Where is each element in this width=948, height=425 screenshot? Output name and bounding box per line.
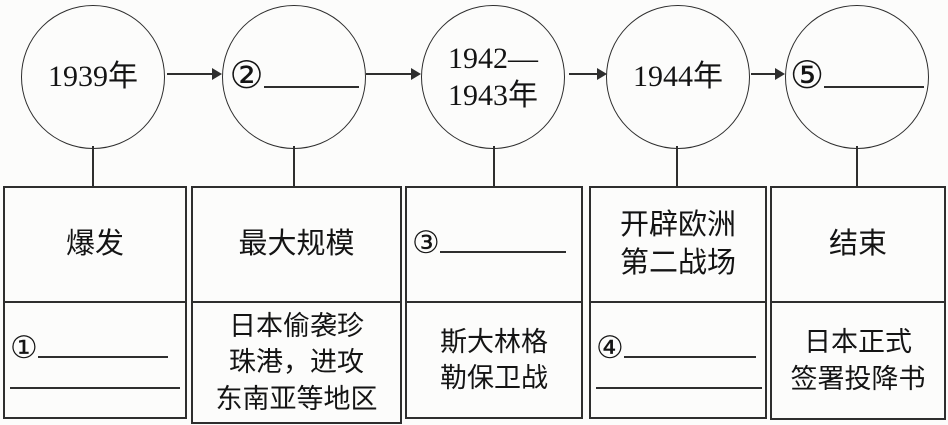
cell-max-scale-label: 最大规模: [238, 227, 355, 260]
blank-line: [596, 382, 762, 389]
pearl-harbor-line3: 东南亚等地区: [215, 383, 378, 414]
circle-blank-5: ⑤: [785, 5, 929, 149]
circle-1944: 1944年: [606, 5, 750, 149]
surrender-line2: 签署投降书: [790, 363, 926, 394]
connector-line: [676, 146, 678, 187]
cell-end-label: 结束: [828, 227, 887, 260]
cell-end: 结束: [772, 188, 944, 303]
cell-second-front: 开辟欧洲 第二战场: [591, 188, 765, 303]
circle-1939: 1939年: [21, 5, 165, 149]
circle-1944-label: 1944年: [633, 60, 723, 94]
connector-line: [92, 146, 94, 187]
arrow-right-icon: [167, 68, 222, 80]
event-box-3: ③ 斯大林格 勒保卫战: [405, 186, 583, 419]
arrow-right-icon: [366, 68, 421, 80]
connector-line: [856, 146, 858, 187]
cell-blank-3: ③: [407, 188, 581, 303]
blank-line: [37, 351, 168, 359]
circle-blank-2: ②: [222, 5, 366, 149]
cell-stalingrad: 斯大林格 勒保卫战: [407, 303, 581, 417]
cell-pearl-harbor: 日本偷袭珍 珠港，进攻 东南亚等地区: [193, 303, 400, 422]
circled-number-4: ④: [596, 330, 624, 366]
blank-line: [10, 382, 180, 389]
circled-number-2: ②: [229, 54, 264, 97]
event-box-2: 最大规模 日本偷袭珍 珠港，进攻 东南亚等地区: [191, 186, 402, 424]
circle-1942-line2: 1943年: [448, 79, 538, 112]
event-box-5: 结束 日本正式 签署投降书: [770, 186, 946, 420]
event-box-4: 开辟欧洲 第二战场 ④: [589, 186, 767, 419]
circle-1939-label: 1939年: [48, 60, 138, 94]
second-front-line1: 开辟欧洲: [619, 208, 736, 241]
circle-1942-line1: 1942—: [448, 41, 538, 75]
blank-line: [623, 351, 756, 359]
second-front-line2: 第二战场: [619, 246, 736, 279]
cell-outbreak-label: 爆发: [65, 227, 124, 260]
cell-blank-4: ④: [591, 303, 765, 417]
surrender-line1: 日本正式: [804, 327, 912, 358]
circle-1942-1943: 1942— 1943年: [421, 5, 565, 149]
event-box-1: 爆发 ①: [3, 186, 187, 419]
cell-blank-1: ①: [5, 303, 185, 417]
stalingrad-line2: 勒保卫战: [440, 363, 548, 393]
pearl-harbor-line1: 日本偷袭珍: [229, 310, 364, 341]
stalingrad-line1: 斯大林格: [440, 326, 548, 357]
connector-line: [493, 146, 495, 187]
blank-line: [439, 246, 566, 253]
arrow-right-icon: [569, 68, 607, 80]
circle-1942-1943-label: 1942— 1943年: [448, 40, 538, 115]
cell-outbreak: 爆发: [5, 188, 185, 303]
cell-surrender: 日本正式 签署投降书: [772, 303, 944, 418]
blank-line: [263, 81, 359, 88]
circled-number-1: ①: [10, 330, 38, 366]
blank-line: [824, 81, 925, 88]
pearl-harbor-line2: 珠港，进攻: [229, 347, 364, 378]
circled-number-3: ③: [412, 224, 440, 260]
circled-number-5: ⑤: [789, 54, 825, 97]
arrow-right-icon: [751, 68, 785, 80]
connector-line: [293, 146, 295, 187]
cell-max-scale: 最大规模: [193, 188, 400, 303]
